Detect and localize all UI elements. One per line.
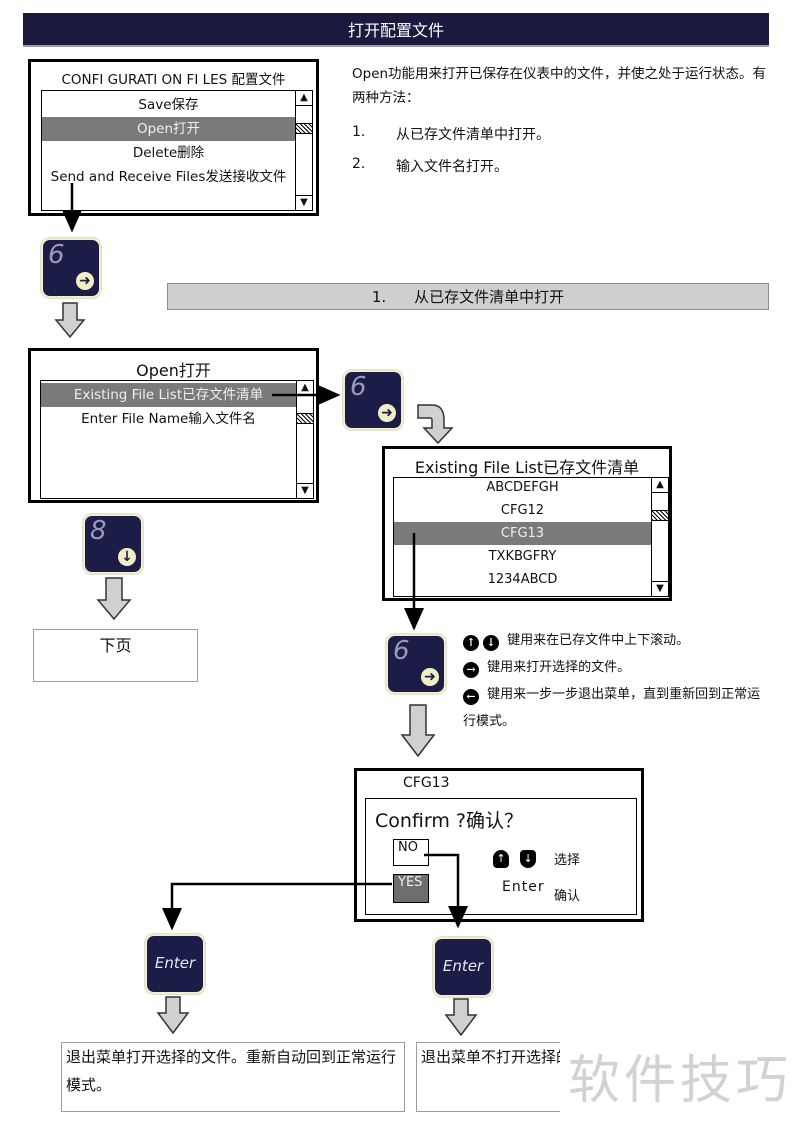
select-label: 选择 [554, 853, 581, 868]
arrow-up-icon: ↑ [463, 635, 479, 651]
arrow-up-icon: ↑ [493, 850, 509, 868]
flow-arrow-icon [54, 302, 478, 1037]
watermark-backdrop [560, 1034, 800, 1114]
menu-list: Existing File List已存文件清单 Enter File Name… [40, 380, 314, 499]
select-hint: ↑ ↓ [493, 847, 537, 868]
no-button[interactable]: NO [393, 839, 429, 866]
arrow-down-icon: ↓ [483, 635, 499, 651]
intro-text: Open功能用来打开已保存在仪表中的文件，并使之处于运行状态。有两种方法： [352, 66, 767, 106]
confirm-prompt: Confirm ?确认？ [375, 810, 524, 832]
key-6-right[interactable]: 6 ➜ [386, 634, 446, 694]
enter-label: Enter [502, 879, 545, 895]
key-8-down[interactable]: 8 ↓ [83, 514, 143, 574]
scrollbar[interactable]: ▲ ▼ [296, 381, 313, 498]
config-files-screen: CONFI GURATI ON FI LES 配置文件 Save保存 Open打… [28, 59, 319, 216]
scroll-thumb[interactable] [297, 413, 313, 424]
arrow-left-icon: ← [463, 689, 479, 705]
page-title-banner: 打开配置文件 [23, 13, 769, 47]
file-item[interactable]: TXKBGFRY [488, 549, 557, 564]
screen-title: Existing File List已存文件清单 [414, 458, 640, 477]
enter-key-no[interactable]: Enter [433, 937, 493, 997]
screen-title: Open打开 [136, 361, 211, 380]
menu-item-send-receive[interactable]: Send and Receive Files发送接收文件 [50, 169, 287, 185]
key-6-right[interactable]: 6 ➜ [41, 238, 101, 298]
confirm-dialog: Confirm ?确认？ NO YES ↑ ↓ 选择 Enter 确认 [365, 798, 637, 915]
scroll-thumb[interactable] [296, 123, 312, 134]
arrow-right-icon: → [463, 662, 479, 678]
scroll-down-icon[interactable]: ▼ [652, 581, 668, 596]
menu-item-enter-file-name[interactable]: Enter File Name输入文件名 [81, 411, 256, 427]
connector-line [424, 853, 468, 929]
file-item[interactable]: ABCDEFGH [486, 480, 559, 495]
enter-key-yes[interactable]: Enter [145, 934, 205, 994]
scroll-up-icon[interactable]: ▲ [652, 478, 668, 493]
key-legend: ↑↓ 键用来在已存文件中上下滚动。 → 键用来打开选择的文件。 ← 键用来一步一… [463, 627, 773, 735]
menu-item-save[interactable]: Save保存 [138, 97, 199, 113]
file-item[interactable]: CFG12 [500, 503, 545, 518]
method-item: 2. 输入文件名打开。 [352, 156, 508, 175]
page-title: 打开配置文件 [347, 21, 444, 40]
menu-item-delete[interactable]: Delete删除 [132, 145, 205, 161]
arrow-right-icon: ➜ [76, 272, 94, 290]
existing-file-list-screen: Existing File List已存文件清单 ABCDEFGH CFG12 … [382, 446, 672, 601]
scroll-down-icon[interactable]: ▼ [296, 195, 312, 210]
scroll-down-icon[interactable]: ▼ [297, 483, 313, 498]
scrollbar[interactable]: ▲ ▼ [651, 478, 668, 596]
section-heading: 1. 从已存文件清单中打开 [167, 283, 769, 310]
confirm-file-name: CFG13 [403, 775, 450, 791]
watermark: 软件技巧 [568, 1051, 793, 1111]
arrow-down-icon: ↓ [118, 548, 136, 566]
arrow-down-icon: ↓ [520, 850, 537, 868]
arrow-right-icon: ➜ [378, 404, 396, 422]
file-list: ABCDEFGH CFG12 CFG13 TXKBGFRY 1234ABCD ▲… [393, 477, 669, 597]
screen-title: CONFI GURATI ON FI LES 配置文件 [61, 72, 286, 88]
menu-item-existing-file-list[interactable]: Existing File List已存文件清单 [41, 383, 296, 407]
file-item-selected[interactable]: CFG13 [394, 522, 651, 545]
menu-item-open[interactable]: Open打开 [42, 117, 295, 141]
key-6-right[interactable]: 6 ➜ [343, 370, 403, 430]
legend-up-down: ↑↓ 键用来在已存文件中上下滚动。 [463, 627, 773, 654]
scrollbar[interactable]: ▲ ▼ [295, 91, 312, 210]
method-item: 1. 从已存文件清单中打开。 [352, 124, 550, 143]
outcome-yes-box: 退出菜单打开选择的文件。重新自动回到正常运行模式。 [61, 1042, 405, 1112]
connector-line [162, 882, 392, 931]
scroll-thumb[interactable] [652, 510, 668, 521]
method-list: 1. 从已存文件清单中打开。 2. 输入文件名打开。 [352, 124, 772, 188]
file-item[interactable]: 1234ABCD [487, 572, 558, 587]
next-page-box[interactable]: 下页 [33, 629, 198, 682]
legend-right: → 键用来打开选择的文件。 [463, 654, 773, 681]
legend-left: ← 键用来一步一步退出菜单，直到重新回到正常运行模式。 [463, 687, 761, 729]
arrow-right-icon: ➜ [421, 668, 439, 686]
menu-list: Save保存 Open打开 Delete删除 Send and Receive … [41, 90, 313, 211]
scroll-up-icon[interactable]: ▲ [296, 91, 312, 106]
confirm-screen: CFG13 Confirm ?确认？ NO YES ↑ ↓ 选择 Enter 确… [354, 768, 644, 922]
confirm-label: 确认 [554, 889, 581, 904]
open-screen: Open打开 Existing File List已存文件清单 Enter Fi… [28, 348, 319, 503]
yes-button[interactable]: YES [393, 874, 429, 903]
